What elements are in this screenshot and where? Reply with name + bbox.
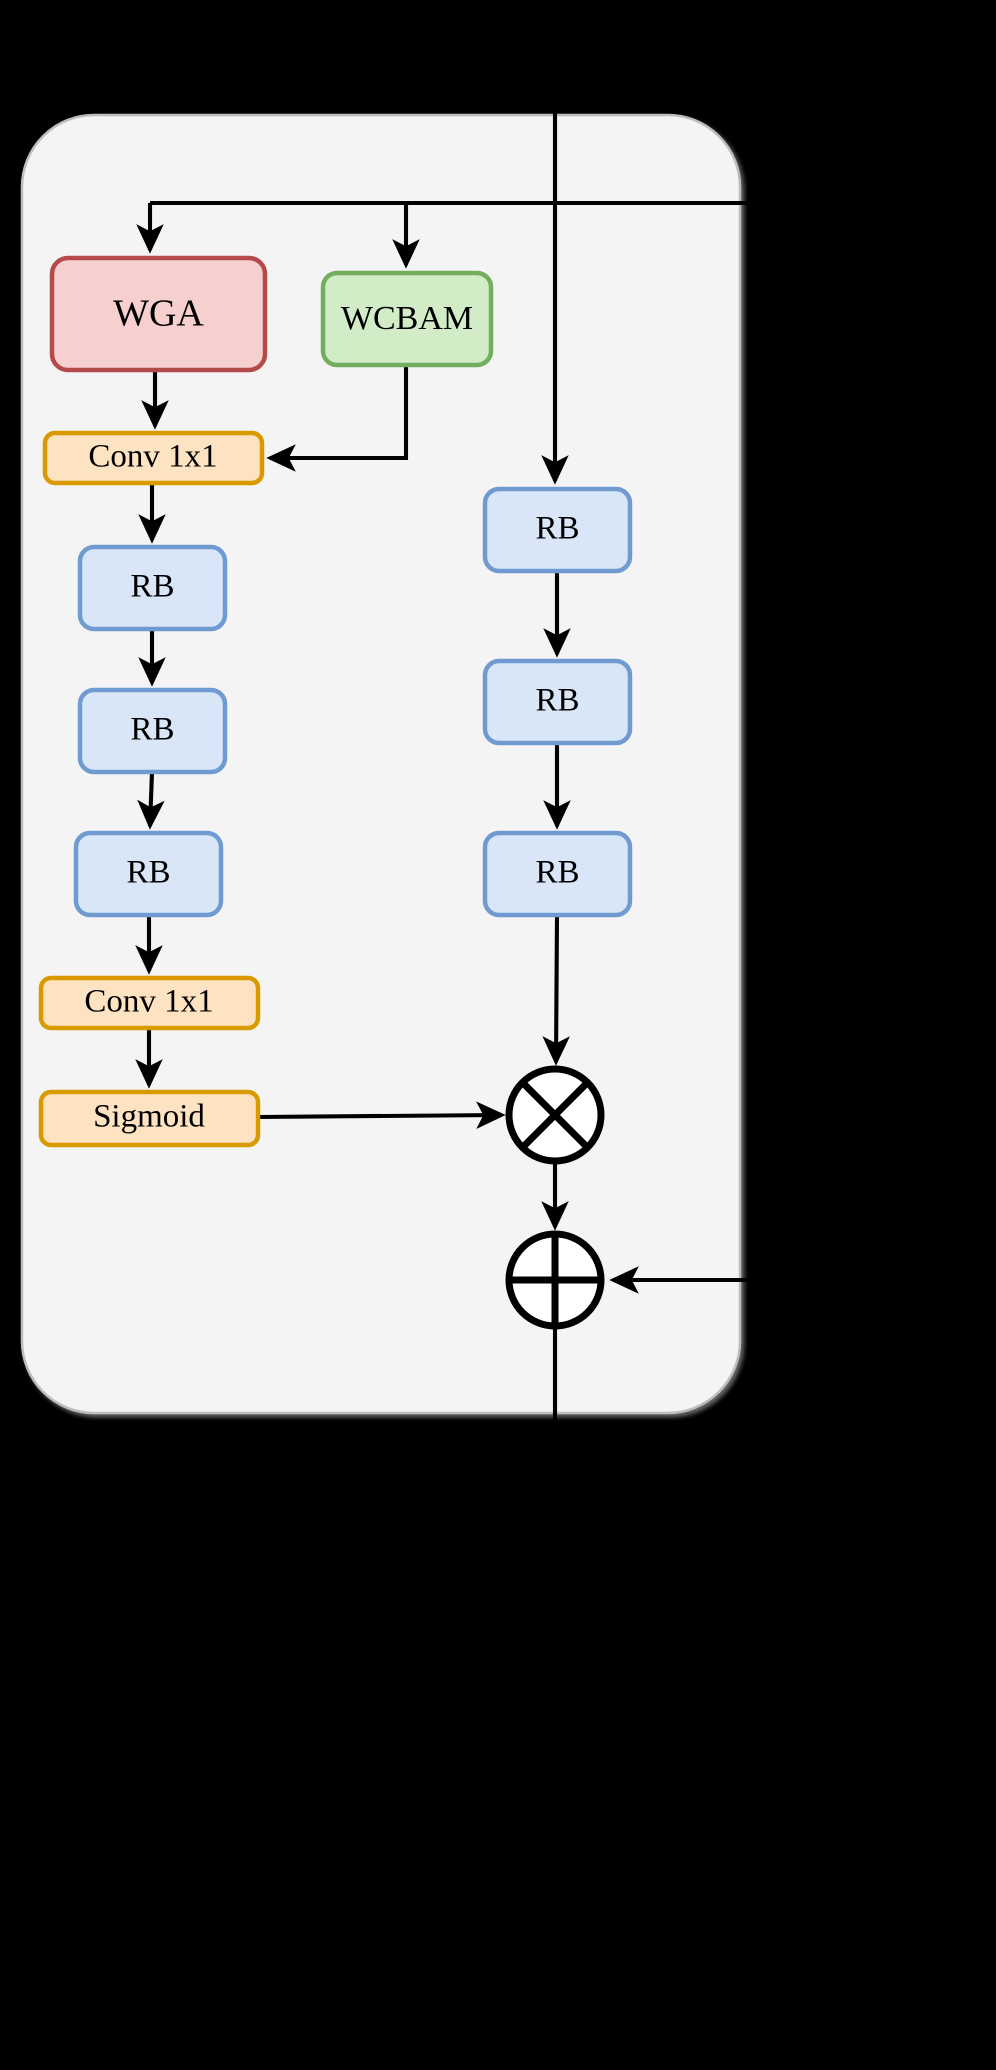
node-rb-right-3[interactable]: RB (482, 830, 633, 918)
node-rb-right-1-box (482, 486, 633, 574)
node-sigmoid-box (38, 1089, 261, 1148)
node-wga[interactable]: WGA (49, 255, 268, 373)
edge-wcbam-to-conv-top (266, 365, 409, 472)
node-rb-left-3[interactable]: RB (73, 830, 224, 918)
node-rb-right-1[interactable]: RB (482, 486, 633, 574)
node-conv-bottom-label: Conv 1x1 (84, 984, 213, 1020)
node-wcbam-box (320, 270, 494, 368)
node-rb-left-1[interactable]: RB (77, 544, 228, 632)
node-rb-left-3-label: RB (126, 855, 170, 891)
node-rb-right-1-label: RB (535, 511, 579, 547)
operator-layer (505, 1065, 605, 1330)
edge-rb-r3-to-multiply (542, 914, 570, 1066)
node-wcbam[interactable]: WCBAM (320, 270, 494, 368)
multiply-cross-icon (520, 1080, 590, 1150)
multiply-operator[interactable] (505, 1065, 605, 1165)
edge-layer (135, 112, 908, 1880)
node-sigmoid[interactable]: Sigmoid (38, 1089, 261, 1148)
edge-rb-l2-to-rb-l3 (137, 771, 165, 830)
node-rb-right-2[interactable]: RB (482, 658, 633, 746)
node-rb-left-2-box (77, 687, 228, 775)
node-conv-bottom[interactable]: Conv 1x1 (38, 975, 261, 1031)
node-rb-left-1-label: RB (130, 569, 174, 605)
node-layer: WGA WCBAM Conv 1x1 RB RB (38, 255, 633, 1148)
node-conv-top-box (42, 430, 265, 486)
node-rb-right-3-box (482, 830, 633, 918)
node-rb-left-2-label: RB (130, 712, 174, 748)
node-wga-label: WGA (113, 293, 204, 335)
node-rb-right-3-label: RB (535, 855, 579, 891)
node-sigmoid-label: Sigmoid (93, 1099, 205, 1135)
node-rb-right-2-box (482, 658, 633, 746)
node-wga-box (49, 255, 268, 373)
node-rb-left-2[interactable]: RB (77, 687, 228, 775)
node-rb-right-2-label: RB (535, 683, 579, 719)
edge-skip-to-add (609, 203, 908, 1294)
node-wcbam-label: WCBAM (341, 300, 473, 337)
add-operator[interactable] (505, 1230, 605, 1330)
node-conv-top[interactable]: Conv 1x1 (42, 430, 265, 486)
node-conv-bottom-box (38, 975, 261, 1031)
edge-sigmoid-to-multiply (257, 1101, 506, 1129)
node-conv-top-label: Conv 1x1 (88, 439, 217, 475)
node-rb-left-3-box (73, 830, 224, 918)
add-plus-icon (509, 1234, 601, 1326)
node-rb-left-1-box (77, 544, 228, 632)
